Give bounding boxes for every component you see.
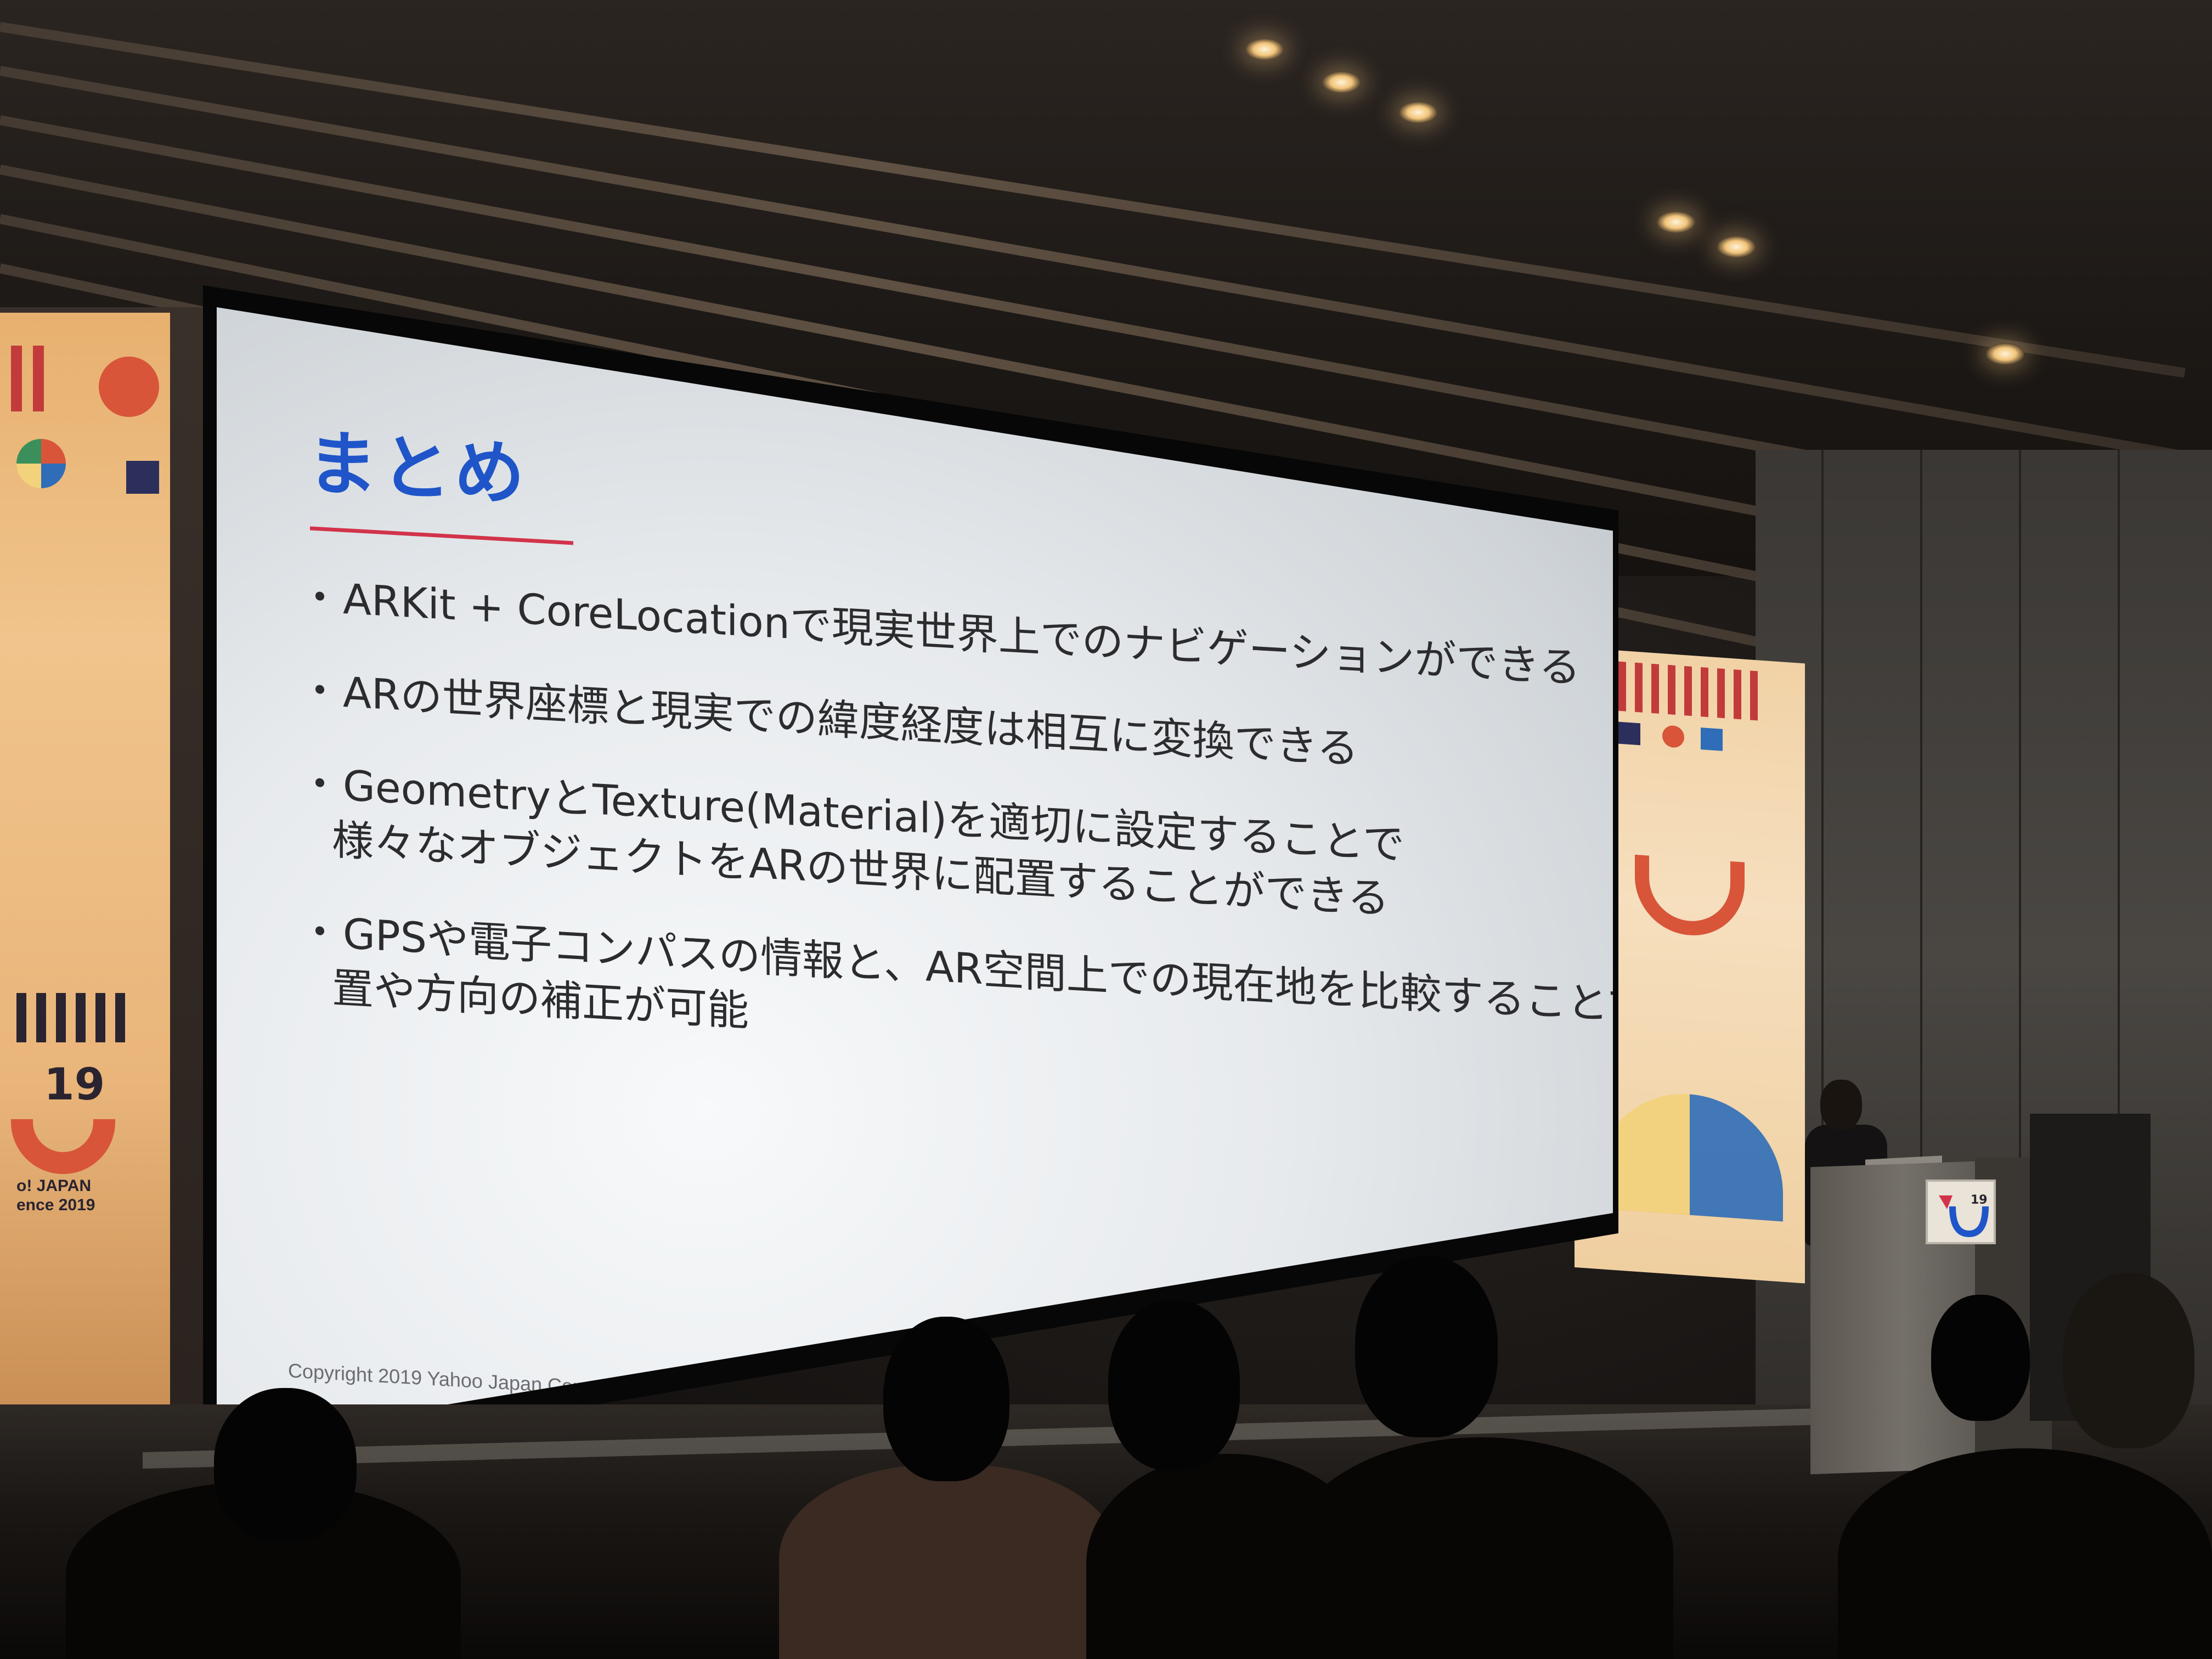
audience-member-head xyxy=(1108,1300,1240,1470)
bullet-dot: ・ xyxy=(299,758,341,810)
left-event-banner: 19 o! JAPAN ence 2019 xyxy=(0,313,170,1659)
audience-member-head xyxy=(2063,1273,2194,1448)
bullet-dot: ・ xyxy=(299,572,341,623)
banner-stripes-shape xyxy=(16,993,126,1042)
banner-u-shape xyxy=(11,1119,115,1174)
podium-year-text: 19 xyxy=(1971,1193,1988,1207)
wall-panel-seam xyxy=(1821,450,1824,1465)
wall-panel-seam xyxy=(2019,450,2021,1465)
audience-member-shoulders xyxy=(1289,1437,1673,1659)
ceiling-spotlight xyxy=(1322,71,1361,93)
bullet-item-2: ・ARの世界座標と現実での緯度経度は相互に変換できる xyxy=(299,663,1358,776)
bullet-text: ARKit + CoreLocationで現実世界上でのナビゲーションができる xyxy=(343,574,1581,692)
banner-circle-shape xyxy=(1662,725,1684,748)
banner-logo-shape xyxy=(1635,854,1745,939)
audience-member-jacket xyxy=(779,1465,1119,1659)
banner-square-shape xyxy=(1701,727,1723,751)
ceiling-spotlight xyxy=(1986,343,2024,365)
bullet-dot: ・ xyxy=(299,906,341,958)
banner-text-line1: o! JAPAN xyxy=(16,1177,92,1195)
podium-logo-icon: 19 xyxy=(1939,1193,1989,1238)
banner-bar-shape xyxy=(33,346,44,411)
audience-member-head xyxy=(214,1388,357,1542)
banner-rainbow-shape xyxy=(1596,1087,1783,1222)
banner-text-line2: ence 2019 xyxy=(16,1196,95,1214)
banner-circle-shape xyxy=(99,357,159,417)
title-underline xyxy=(310,526,573,545)
banner-quarter-circle-shape xyxy=(16,439,66,488)
podium-logo-sign: 19 xyxy=(1926,1180,1996,1244)
wall-panel-seam xyxy=(1920,450,1922,1465)
presenter-head xyxy=(1820,1080,1862,1130)
bullet-dot: ・ xyxy=(299,665,341,716)
bullet-text: ARの世界座標と現実での緯度経度は相互に変換できる xyxy=(343,667,1359,774)
ceiling-spotlight xyxy=(1657,211,1695,233)
conference-logo-icon xyxy=(1561,1333,1613,1384)
banner-square-shape xyxy=(126,461,159,494)
banner-bar-shape xyxy=(11,346,22,411)
ceiling-spotlight xyxy=(1399,101,1437,123)
wall-panel-seam xyxy=(2118,450,2120,1465)
slide-title: まとめ xyxy=(307,422,528,516)
audience-member-head xyxy=(1355,1256,1498,1437)
audience-member-head xyxy=(883,1317,1009,1481)
ceiling-spotlight xyxy=(1245,38,1284,60)
banner-year-logo: 19 xyxy=(44,1059,105,1110)
audience-member-shoulders xyxy=(1838,1448,2212,1659)
ceiling-spotlight xyxy=(1717,236,1756,258)
banner-square-shape xyxy=(1618,721,1640,746)
audience-member-head xyxy=(1931,1295,2030,1421)
